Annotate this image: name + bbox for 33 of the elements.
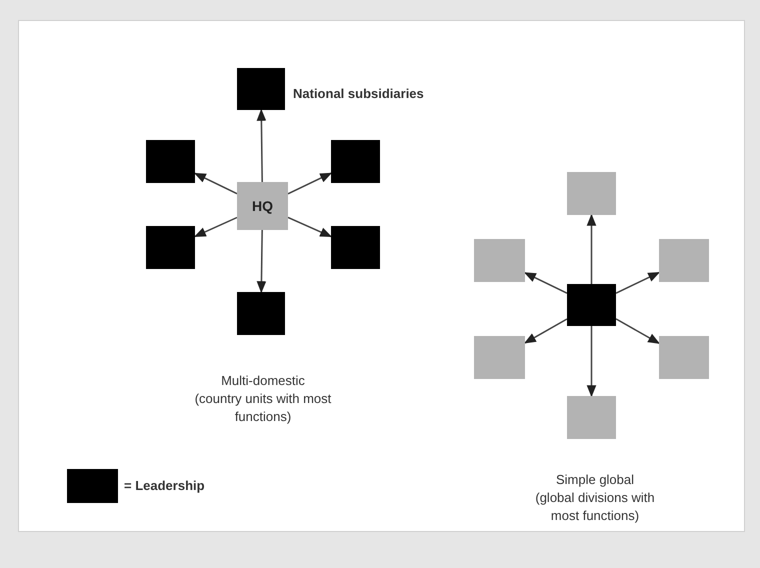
node-caption: National subsidiaries <box>293 86 424 101</box>
section-label: Multi-domestic <box>220 372 306 390</box>
arrow <box>524 318 568 344</box>
arrow <box>256 230 266 294</box>
arrow <box>586 326 596 398</box>
empty-box <box>567 284 616 326</box>
section-note: (country units with most functions) <box>194 390 332 426</box>
arrow <box>616 318 660 344</box>
empty-box <box>237 68 285 110</box>
empty-box <box>331 140 380 183</box>
empty-box <box>474 239 525 282</box>
node-label: HQ <box>252 198 273 214</box>
empty-box <box>331 226 380 269</box>
empty-box <box>146 226 195 269</box>
empty-box <box>659 239 709 282</box>
arrow <box>194 172 238 194</box>
arrow <box>194 216 238 238</box>
section-label: Simple global <box>554 471 636 489</box>
arrow <box>256 108 266 182</box>
arrow <box>524 272 568 294</box>
arrow <box>586 214 596 284</box>
empty-box <box>659 336 709 379</box>
process-box <box>237 182 288 230</box>
empty-box <box>474 336 525 379</box>
empty-box <box>567 172 616 215</box>
empty-box <box>146 140 195 183</box>
arrow <box>288 172 332 194</box>
arrow <box>616 272 660 294</box>
empty-box <box>237 292 285 335</box>
legend-label: = Leadership <box>124 478 205 493</box>
section-note: (global divisions with most functions) <box>534 489 656 525</box>
empty-box <box>567 396 616 439</box>
arrow <box>288 216 332 238</box>
